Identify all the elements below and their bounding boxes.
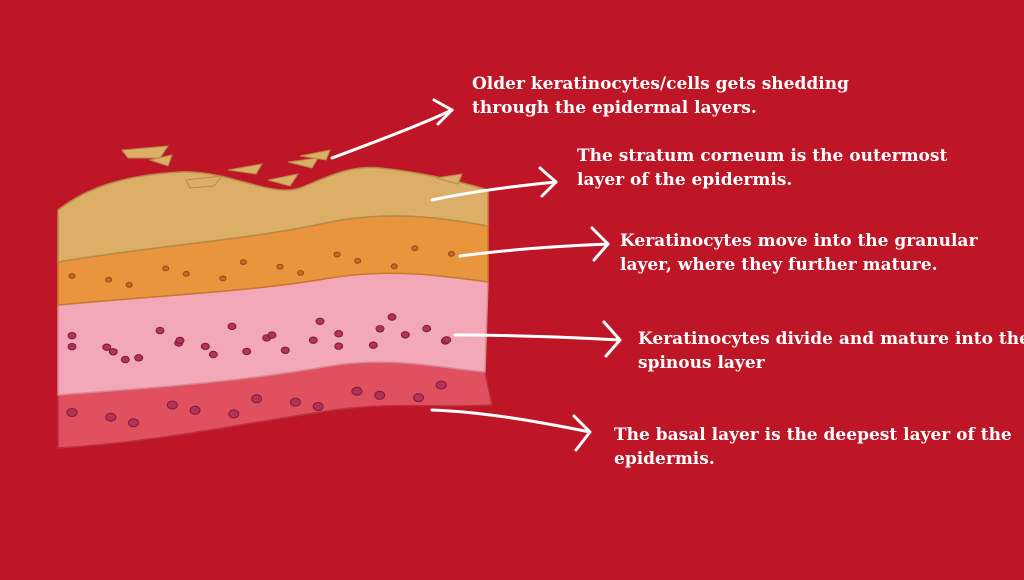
cell-nucleus (280, 346, 290, 354)
cell-nucleus (368, 341, 378, 349)
cell-nucleus (125, 282, 133, 288)
cell-nucleus (375, 325, 385, 333)
cell-nucleus (102, 343, 112, 351)
annotation-spinous-line1: Keratinocytes divide and mature into the (638, 329, 1024, 349)
annotation-basal-line1: The basal layer is the deepest layer of … (614, 425, 1012, 445)
cell-nucleus (128, 418, 139, 428)
cell-nucleus (208, 350, 218, 359)
cell-nucleus (105, 276, 113, 283)
cell-nucleus (166, 400, 178, 410)
cell-nucleus (447, 250, 455, 257)
annotation-granular-line1: Keratinocytes move into the granular (620, 231, 978, 251)
cell-nucleus (442, 336, 452, 344)
cell-nucleus (67, 332, 77, 340)
arrow-icon (458, 226, 610, 262)
cell-nucleus (312, 402, 324, 411)
cell-nucleus (315, 317, 325, 325)
annotation-shedding: Older keratinocytes/cells gets shedding … (472, 72, 849, 120)
cell-nucleus (297, 270, 305, 276)
annotation-basal-layer: The basal layer is the deepest layer of … (614, 423, 1012, 471)
cell-nucleus (351, 386, 363, 396)
cell-nucleus (400, 331, 410, 339)
cell-nucleus (66, 408, 78, 417)
cell-nucleus (267, 331, 277, 339)
arrow-icon (453, 320, 622, 358)
cell-nucleus (219, 275, 227, 282)
cell-nucleus (334, 342, 344, 350)
cell-nucleus (105, 412, 117, 422)
cell-nucleus (413, 393, 424, 403)
cell-nucleus (374, 390, 386, 400)
annotation-spinous-line2: spinous layer (638, 353, 765, 373)
cell-nucleus (308, 336, 318, 344)
annotation-basal-line2: epidermis. (614, 449, 715, 469)
cell-nucleus (134, 354, 144, 362)
cell-nucleus (411, 245, 419, 252)
cell-nucleus (390, 263, 398, 270)
arrow-icon (430, 166, 558, 202)
cell-nuclei (66, 245, 455, 428)
cell-nucleus (435, 380, 447, 390)
cell-nucleus (162, 265, 170, 272)
annotation-granular-layer: Keratinocytes move into the granular lay… (620, 229, 977, 277)
cell-nucleus (189, 405, 201, 415)
arrow-icon (430, 408, 592, 452)
cell-nucleus (200, 342, 210, 351)
cell-nucleus (289, 397, 301, 407)
cell-nucleus (239, 259, 247, 266)
annotation-shedding-line1: Older keratinocytes/cells gets shedding (472, 74, 849, 94)
cell-nucleus (155, 326, 165, 335)
cell-nucleus (175, 336, 185, 345)
cell-nucleus (227, 322, 237, 331)
cell-nucleus (354, 257, 362, 264)
cell-nucleus (334, 330, 344, 338)
annotation-granular-line2: layer, where they further mature. (620, 255, 938, 275)
annotation-shedding-line2: through the epidermal layers. (472, 98, 757, 118)
cell-nucleus (387, 313, 397, 321)
cell-nucleus (108, 348, 118, 356)
arrow-icon (330, 98, 454, 160)
annotation-spinous-layer: Keratinocytes divide and mature into the… (638, 327, 1024, 375)
cell-nucleus (182, 270, 190, 277)
cell-nucleus (68, 273, 76, 279)
cell-nucleus (242, 347, 252, 356)
stratum-corneum-layer (57, 166, 489, 263)
shedding-flakes (121, 145, 463, 189)
annotation-stratum-corneum: The stratum corneum is the outermost lay… (577, 144, 947, 192)
cell-nucleus (333, 251, 341, 258)
cell-nucleus (422, 324, 432, 333)
cell-nucleus (228, 409, 240, 419)
cell-nucleus (67, 343, 77, 351)
annotation-corneum-line1: The stratum corneum is the outermost (577, 146, 948, 166)
cell-nucleus (251, 394, 263, 404)
cell-nucleus (120, 355, 130, 364)
annotation-corneum-line2: layer of the epidermis. (577, 170, 793, 190)
cell-nucleus (276, 263, 284, 270)
